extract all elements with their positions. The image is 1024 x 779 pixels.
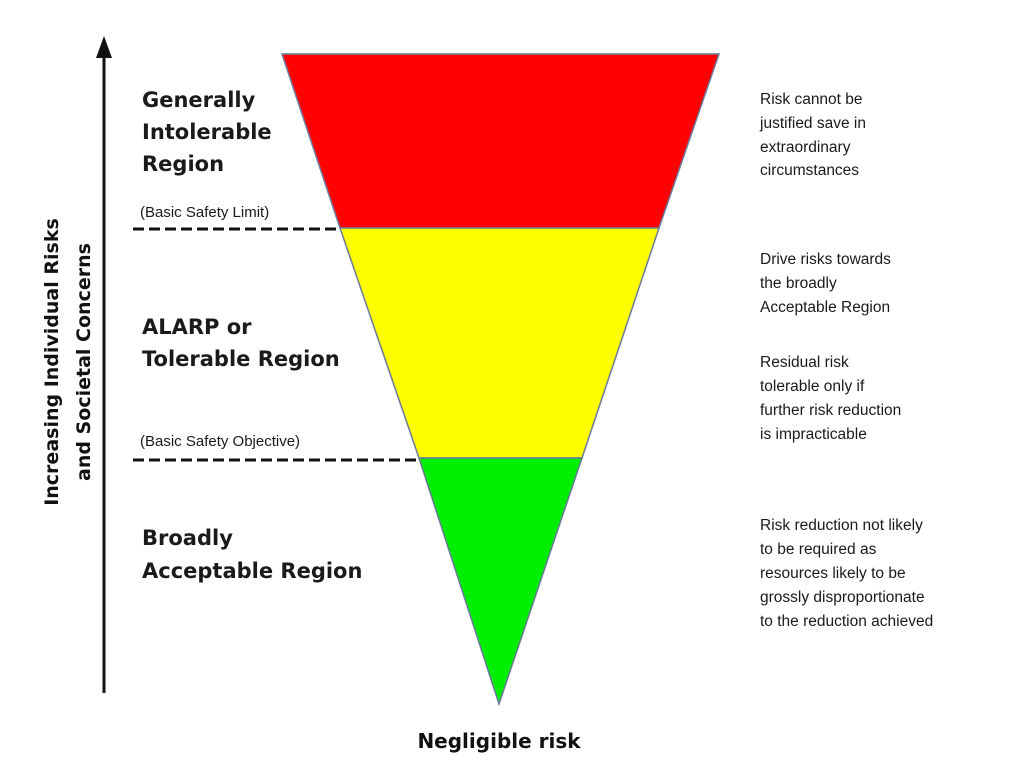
description-line: resources likely to be — [760, 565, 906, 582]
basic-safety-objective-label: (Basic Safety Objective) — [140, 433, 300, 450]
description-line: to the reduction achieved — [760, 613, 933, 630]
description-line: Risk reduction not likely — [760, 517, 923, 534]
acceptable-region-label-line1: Broadly — [142, 526, 233, 550]
description-line: tolerable only if — [760, 378, 865, 395]
intolerable-region-band — [280, 53, 721, 229]
description-line: extraordinary — [760, 139, 851, 156]
description-line: Residual risk — [760, 354, 849, 371]
intolerable-description: Risk cannot be justified save in extraor… — [759, 91, 866, 179]
axis-label-line2: and Societal Concerns — [73, 243, 95, 481]
description-line: circumstances — [760, 162, 859, 179]
tolerable-region-label-line1: ALARP or — [142, 315, 252, 339]
description-line: justified save in — [759, 115, 866, 132]
acceptable-region-band — [417, 457, 584, 707]
tolerable-region-label-line2: Tolerable Region — [142, 347, 340, 371]
axis-label-group: Increasing Individual Risks and Societal… — [41, 218, 95, 506]
tolerable-description-b: Residual risk tolerable only if further … — [760, 354, 901, 443]
description-line: grossly disproportionate — [760, 589, 925, 606]
basic-safety-limit-label: (Basic Safety Limit) — [140, 204, 269, 221]
acceptable-region-label-line2: Acceptable Region — [142, 559, 362, 583]
tolerable-region-band — [338, 227, 661, 459]
intolerable-region-label-line2: Intolerable — [142, 120, 272, 144]
acceptable-description: Risk reduction not likely to be required… — [760, 517, 933, 630]
intolerable-region-label-line3: Region — [142, 152, 224, 176]
description-line: to be required as — [760, 541, 877, 558]
description-line: Risk cannot be — [760, 91, 863, 108]
negligible-risk-label: Negligible risk — [417, 729, 581, 753]
intolerable-region-label-line1: Generally — [142, 88, 256, 112]
description-line: Drive risks towards — [760, 251, 891, 268]
description-line: is impracticable — [760, 426, 867, 443]
axis-label-line1: Increasing Individual Risks — [41, 218, 63, 506]
axis-arrowhead-icon — [96, 36, 112, 58]
description-line: the broadly — [760, 275, 837, 292]
tolerable-description-a: Drive risks towards the broadly Acceptab… — [760, 251, 891, 316]
description-line: further risk reduction — [760, 402, 901, 419]
description-line: Acceptable Region — [760, 299, 890, 316]
